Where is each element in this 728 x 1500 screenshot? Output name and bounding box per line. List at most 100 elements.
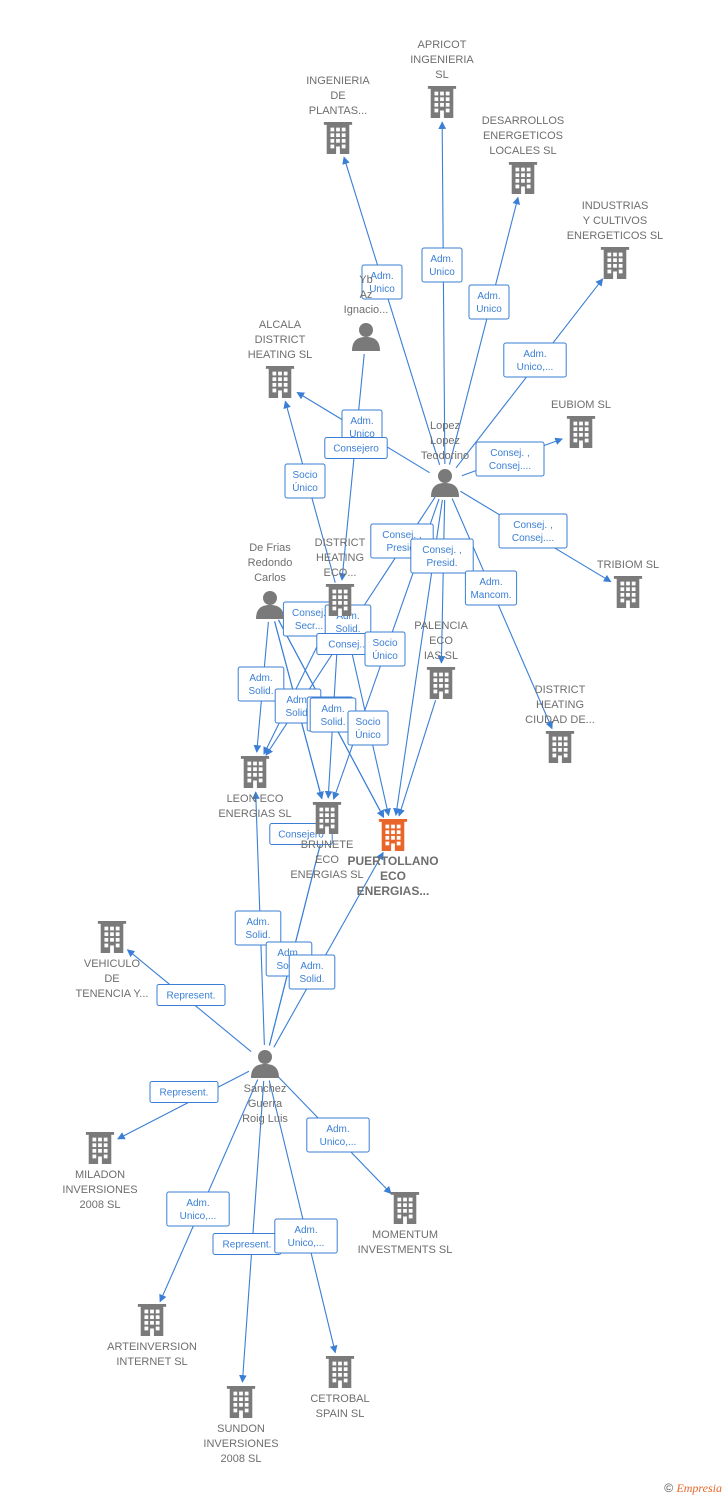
node-label: 2008 SL — [221, 1453, 262, 1465]
node-districtheat[interactable]: DISTRICTHEATINGECO... — [315, 537, 366, 616]
edge-label[interactable]: Adm.Mancom. — [464, 570, 518, 606]
node-label: PUERTOLLANO — [347, 854, 438, 868]
edge-palencia-puertollano — [397, 699, 437, 817]
node-ingenieria[interactable]: INGENIERIADEPLANTAS... — [306, 75, 370, 154]
node-label: INGENIERIA — [306, 75, 370, 87]
edge-label-text: Presid. — [386, 543, 417, 554]
edge-label[interactable]: Represent. — [212, 1233, 282, 1255]
node-puertollano[interactable]: PUERTOLLANOECOENERGIAS... — [347, 819, 439, 898]
edge-label[interactable]: Represent. — [149, 1081, 219, 1103]
edge-label-text: Consej.... — [489, 461, 531, 472]
building-icon — [312, 802, 342, 834]
edge-label[interactable]: Adm.Unico,... — [503, 342, 567, 378]
node-label: VEHICULO — [84, 958, 141, 970]
node-label: De Frias — [249, 542, 291, 554]
footer: © Empresia — [664, 1481, 722, 1496]
edge-label[interactable]: Represent. — [156, 984, 226, 1006]
edge-label[interactable]: Adm.Unico,... — [274, 1218, 338, 1254]
edge-label-box — [475, 441, 545, 477]
edge-label[interactable]: Consej. ,Consej.... — [498, 513, 568, 549]
building-icon — [508, 162, 538, 194]
edge-label-text: Solid. — [299, 974, 324, 985]
edge-label-text: Solid. — [248, 686, 273, 697]
edge-label[interactable]: Adm.Unico — [421, 247, 463, 283]
edge-label-text: Unico,... — [180, 1211, 217, 1222]
brand-logo[interactable]: Empresia — [676, 1481, 722, 1495]
node-ybarra[interactable]: YbAzIgnacio... — [344, 274, 389, 351]
edge-label-text: Represent. — [223, 1240, 272, 1251]
node-label: Az — [360, 289, 373, 301]
edge-label-box — [503, 342, 567, 378]
edge-label[interactable]: Adm.Solid. — [288, 954, 336, 990]
building-icon — [390, 1192, 420, 1224]
edge-label-text: Adm. — [321, 704, 344, 715]
edge-label[interactable]: Adm.Solid. — [234, 910, 282, 946]
node-eubiom[interactable]: EUBIOM SL — [551, 399, 611, 448]
building-icon — [97, 921, 127, 953]
person-icon — [352, 323, 380, 351]
building-icon — [427, 86, 457, 118]
node-label: Yb — [359, 274, 372, 286]
node-label: ENERGIAS... — [357, 884, 430, 898]
edge-label-text: Adm. — [370, 271, 393, 282]
node-label: ENERGIAS SL — [218, 808, 291, 820]
edge-label[interactable]: Adm.Unico — [468, 284, 510, 320]
edge-label-box — [464, 570, 518, 606]
copyright-symbol: © — [664, 1481, 674, 1495]
node-label: TENENCIA Y... — [76, 988, 149, 1000]
node-label: Lopez — [430, 420, 460, 432]
node-label: PALENCIA — [414, 620, 468, 632]
edge-label[interactable]: Consejero — [324, 437, 388, 459]
node-label: DE — [104, 973, 119, 985]
edge-label[interactable]: Adm.Unico — [341, 409, 383, 445]
node-label: DE — [330, 90, 345, 102]
edge-label-box — [284, 463, 326, 499]
edge-label[interactable]: Adm.Unico — [361, 264, 403, 300]
edge-label-box — [234, 910, 282, 946]
edge-label-box — [468, 284, 510, 320]
edge-label-text: Unico — [349, 429, 375, 440]
edge-label-text: Unico,... — [517, 362, 554, 373]
edge-label[interactable]: Consej. ,Presid. — [410, 538, 474, 574]
edge-label-text: Adm. — [294, 1225, 317, 1236]
node-label: Sanchez — [244, 1083, 287, 1095]
node-label: INVESTMENTS SL — [358, 1244, 453, 1256]
edge-label[interactable]: Adm.Solid. — [237, 666, 285, 702]
node-label: 2008 SL — [80, 1199, 121, 1211]
node-label: Carlos — [254, 572, 286, 584]
edge-label[interactable]: Consej. ,Consej.... — [475, 441, 545, 477]
edge-sanchez-cetrobal — [268, 1080, 338, 1354]
edge-lopez-apricot — [438, 121, 447, 465]
edge-label[interactable]: Adm.Unico,... — [306, 1117, 370, 1153]
node-label: SL — [435, 69, 448, 81]
node-label: CIUDAD DE... — [525, 714, 595, 726]
node-vehiculo[interactable]: VEHICULO DE TENENCIA Y... — [76, 921, 149, 1000]
edge-label-box — [156, 984, 226, 1006]
node-label: TRIBIOM SL — [597, 559, 659, 571]
edge-label-text: Socio — [372, 638, 397, 649]
edge-sanchez-arteinversion — [159, 1079, 259, 1303]
edge-label[interactable]: Adm.Unico,... — [166, 1191, 230, 1227]
node-label: ECO — [429, 635, 453, 647]
node-tribiom[interactable]: TRIBIOM SL — [597, 559, 659, 608]
